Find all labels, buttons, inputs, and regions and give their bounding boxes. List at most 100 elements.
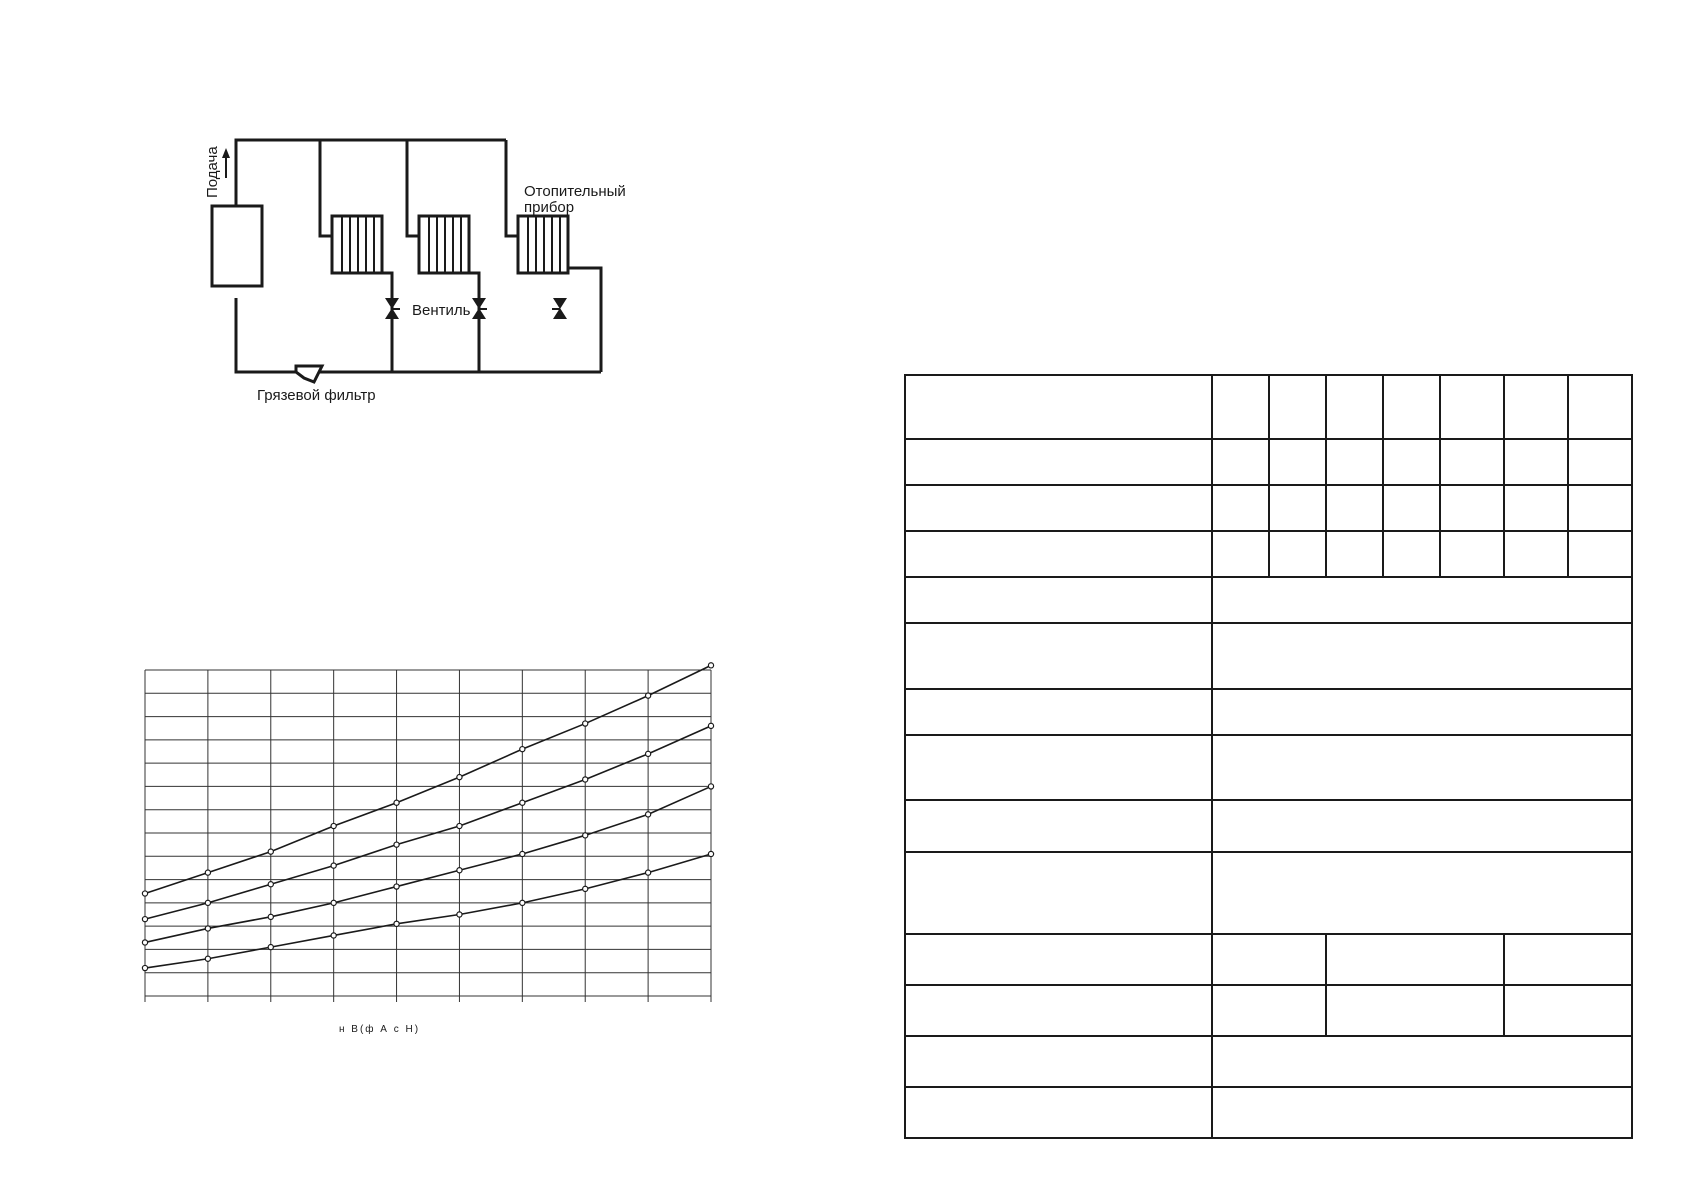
return-branch-3 [568,266,603,372]
data-point [456,773,463,781]
table-cell [1325,484,1384,532]
data-point [204,925,212,932]
data-point [204,869,212,876]
data-point [330,932,337,939]
table-cell [1325,933,1505,986]
data-point [707,850,715,858]
x-axis-label: н В(ф А с Н) [339,1023,420,1035]
data-point [707,722,715,730]
data-point [330,822,337,830]
table-cell [904,484,1213,532]
return-branch-2 [469,271,481,372]
data-point [456,911,463,918]
data-point [519,745,526,753]
valve-icon-2 [472,298,487,319]
table-cell [1211,688,1633,736]
table-cell [1268,484,1327,532]
data-point [582,720,589,727]
data-point [141,890,149,897]
data-point [393,883,400,890]
radiator-2 [417,214,471,275]
data-point [393,799,400,806]
supply-label: Подача [204,146,221,198]
table-row [904,576,1633,624]
table-cell [1503,484,1569,532]
table-row [904,622,1633,690]
table-row [904,688,1633,736]
table-cell [1268,374,1327,440]
table-cell [1439,484,1505,532]
table-cell [1439,374,1505,440]
table-cell [1567,438,1633,486]
mud-filter-icon [294,364,325,384]
table-cell [1503,984,1633,1037]
data-point [644,869,652,876]
table-cell [1211,374,1270,440]
table-cell [1382,484,1441,532]
table-row [904,851,1633,935]
data-point [707,662,715,669]
table-cell [1211,530,1270,578]
table-cell [904,688,1213,736]
table-cell [1211,984,1327,1037]
radiator-1 [330,214,384,275]
table-cell [904,984,1213,1037]
table-cell [904,622,1213,690]
table-cell [1211,576,1633,624]
data-point [519,799,526,806]
supply-pipe [234,138,506,206]
table-row [904,1086,1633,1139]
table-cell [1211,851,1633,935]
table-cell [904,1035,1213,1088]
data-point [582,832,589,839]
data-point [519,899,526,907]
table-cell [1567,484,1633,532]
table-cell [1567,530,1633,578]
supply-arrow-icon [222,148,230,178]
table-cell [1325,438,1384,486]
table-cell [904,933,1213,986]
data-point [330,899,337,907]
data-point [141,964,149,972]
series-line-1 [144,664,712,895]
data-point [204,899,212,907]
table-cell [904,851,1213,935]
table-cell [1382,530,1441,578]
table-cell [1325,984,1505,1037]
data-point [644,692,652,699]
table-cell [904,1086,1213,1139]
data-point [393,920,400,928]
data-point [267,943,274,951]
data-point [644,750,652,758]
data-point [267,913,274,921]
heating-schematic: Подача Отопительный прибор Вентиль Грязе… [204,138,626,404]
table-row [904,484,1633,532]
data-point [330,862,337,869]
data-point [204,955,212,962]
table-cell [1268,530,1327,578]
table-cell [1211,1035,1633,1088]
valve-icon-3 [552,298,567,319]
chart-grid [144,669,712,1002]
table-row [904,530,1633,578]
table-cell [1211,438,1270,486]
valve-label: Вентиль [412,302,471,319]
table-cell [1211,799,1633,853]
table-cell [1211,1086,1633,1139]
table-cell [1567,374,1633,440]
performance-chart: н В(ф А с Н) [141,662,715,1035]
table-cell [1503,530,1569,578]
table-cell [1439,438,1505,486]
table-cell [1211,734,1633,801]
table-cell [1211,484,1270,532]
heater-label: Отопительный [524,183,626,200]
table-cell [1382,438,1441,486]
data-point [707,783,715,790]
heater-label-line-2: прибор [524,199,574,216]
table-cell [1268,438,1327,486]
data-point [267,881,274,888]
riser-1 [318,140,332,238]
table-row [904,374,1633,440]
valve-icon-1 [385,298,400,319]
table-cell [1503,438,1569,486]
